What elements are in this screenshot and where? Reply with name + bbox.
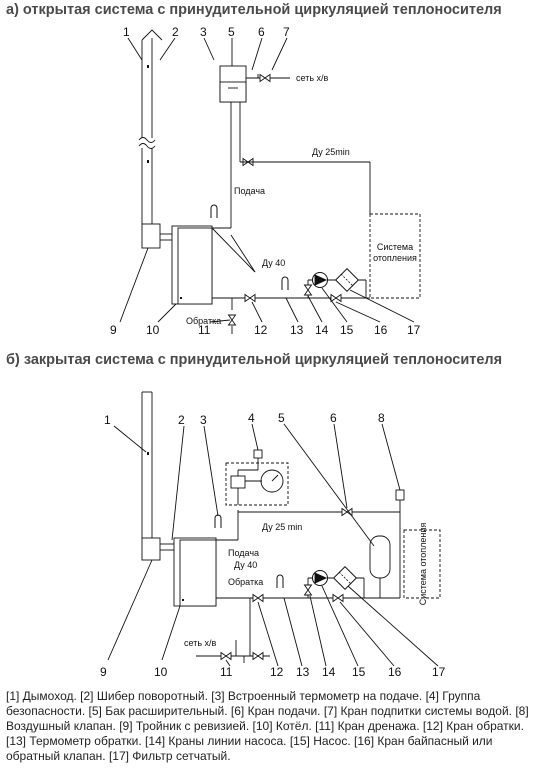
expansion-tank <box>369 535 391 598</box>
diagram-b <box>107 391 441 667</box>
diagram-b-title: б) закрытая система с принудительной цир… <box>6 352 503 368</box>
diagram-a-numbers: 1 2 3 5 6 7 9 10 11 12 13 14 15 16 17 се… <box>110 25 421 337</box>
diagram-b-numbers: 1 2 3 4 5 6 8 9 10 11 12 13 14 15 16 17 … <box>100 411 446 679</box>
diagram-a-title: а) открытая система с принудительной цир… <box>6 2 502 18</box>
boiler <box>173 537 217 607</box>
pipe-small-label: Ду 25 min <box>262 522 302 532</box>
label-7: 7 <box>283 25 290 39</box>
water-supply-label: сеть х/в <box>184 638 217 648</box>
supply-label: Подача <box>228 548 259 558</box>
label-3: 3 <box>200 25 207 39</box>
label-16: 16 <box>374 323 388 337</box>
chimney <box>138 29 172 249</box>
label-8: 8 <box>378 411 385 425</box>
boiler <box>171 225 213 305</box>
label-1: 1 <box>123 25 130 39</box>
label-5: 5 <box>278 411 285 425</box>
label-17: 17 <box>407 323 421 337</box>
label-10: 10 <box>154 665 168 679</box>
return-label: Обратка <box>186 316 221 326</box>
label-4: 4 <box>248 411 255 425</box>
return-label: Обратка <box>228 577 263 587</box>
label-12: 12 <box>254 323 268 337</box>
label-9: 9 <box>110 323 117 337</box>
diagram-a <box>119 29 421 334</box>
label-11: 11 <box>198 323 211 337</box>
label-10: 10 <box>146 323 160 337</box>
label-3: 3 <box>200 413 207 427</box>
label-15: 15 <box>340 323 354 337</box>
label-15: 15 <box>352 665 366 679</box>
label-2: 2 <box>172 25 179 39</box>
pipe-large-label: Ду 40 <box>234 560 257 570</box>
label-14: 14 <box>322 665 336 679</box>
supply-label: Подача <box>234 186 265 196</box>
pipe-large-label: Ду 40 <box>262 258 285 268</box>
heating-schematics: 1 2 3 5 6 7 9 10 11 12 13 14 15 16 17 се… <box>100 25 446 679</box>
label-13: 13 <box>290 323 304 337</box>
label-6: 6 <box>258 25 265 39</box>
chimney <box>141 391 176 561</box>
label-16: 16 <box>388 665 402 679</box>
heating-system-label: Система отопления <box>418 523 428 606</box>
label-2: 2 <box>178 413 185 427</box>
pipe-small-label: Ду 25min <box>312 147 350 157</box>
label-6: 6 <box>330 411 337 425</box>
expansion-tank <box>219 65 247 103</box>
label-1: 1 <box>104 413 111 427</box>
label-9: 9 <box>100 665 107 679</box>
label-14: 14 <box>315 323 329 337</box>
water-supply-label: сеть х/в <box>296 73 329 83</box>
label-17: 17 <box>432 665 446 679</box>
label-13: 13 <box>296 665 310 679</box>
label-12: 12 <box>270 665 284 679</box>
label-5: 5 <box>228 25 235 39</box>
legend-caption: [1] Дымоход. [2] Шибер поворотный. [3] В… <box>6 689 529 763</box>
label-11: 11 <box>220 665 233 679</box>
